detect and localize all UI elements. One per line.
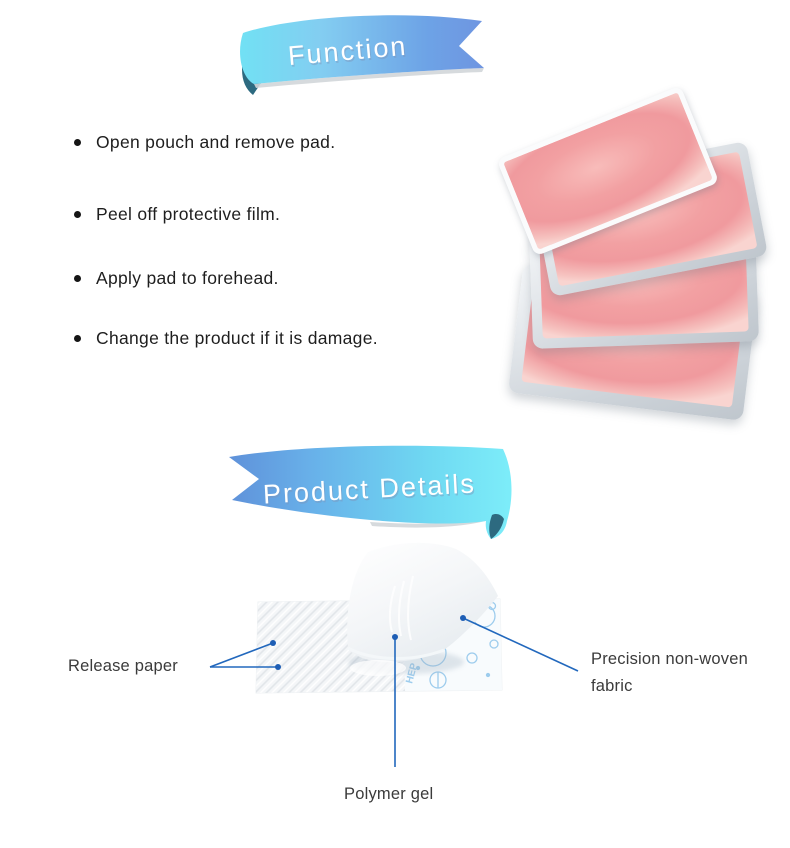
list-item: Open pouch and remove pad.: [74, 131, 335, 153]
list-item: Peel off protective film.: [74, 203, 280, 225]
ribbon-fold-right: [489, 514, 504, 539]
bullet-text: Apply pad to forehead.: [96, 267, 279, 288]
list-item: Change the product if it is damage.: [74, 327, 378, 349]
bullet-dot-icon: [74, 138, 81, 146]
ribbon-shadow: [370, 515, 493, 528]
callout-dots: [270, 615, 466, 670]
bullet-dot-icon: [74, 334, 81, 342]
callout-line-group: [209, 617, 579, 767]
pad-layers-diagram: HEP: [255, 542, 503, 694]
function-ribbon-banner: Function Function: [240, 15, 484, 95]
bullet-dot-icon: [74, 274, 81, 282]
callout-line-release-paper-1: [209, 642, 274, 668]
callout-dot: [275, 664, 281, 670]
bullet-text: Open pouch and remove pad.: [96, 131, 336, 152]
peeled-flap: [347, 542, 498, 663]
callout-dot: [392, 634, 398, 640]
ribbon-band: [240, 15, 484, 84]
ribbon-shadow: [254, 68, 484, 88]
label-polymer-gel: Polymer gel: [344, 785, 434, 803]
label-release-paper: Release paper: [68, 657, 178, 675]
label-non-woven-fabric: Precision non-woven fabric: [591, 650, 748, 695]
product-photo: [496, 85, 790, 421]
bullet-text: Peel off protective film.: [96, 203, 281, 224]
flap-gloss-streaks: [388, 575, 414, 641]
list-item: Apply pad to forehead.: [74, 267, 279, 289]
callout-lines: [209, 615, 579, 767]
product-details-ribbon-banner: Product Details Product Details: [229, 445, 512, 539]
callout-dot: [460, 615, 466, 621]
callout-dot: [270, 640, 276, 646]
gel-sheen: [350, 660, 406, 676]
flap-fold-highlight: [347, 646, 445, 660]
callout-line-nonwoven: [462, 617, 579, 672]
ribbon-band: [229, 445, 512, 539]
bullet-dot-icon: [74, 210, 81, 218]
bullet-text: Change the product if it is damage.: [96, 327, 378, 348]
